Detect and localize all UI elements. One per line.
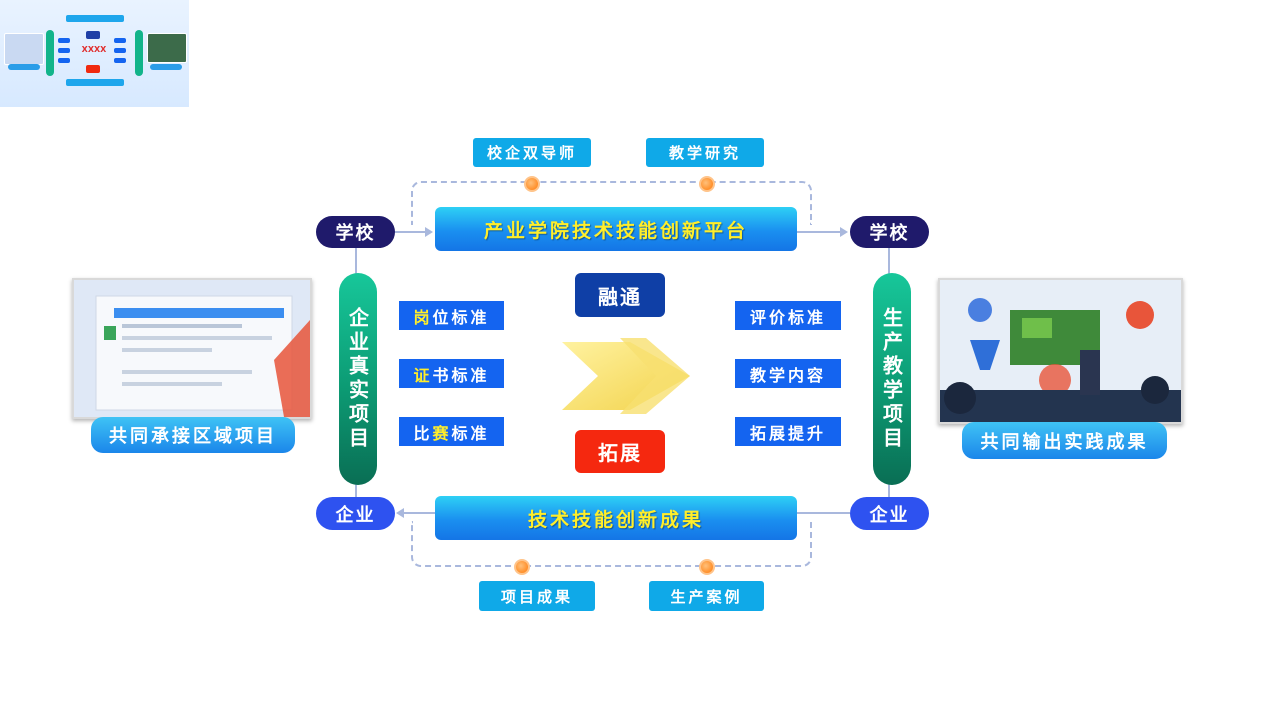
- std-certificate[interactable]: 证书标准: [399, 359, 504, 388]
- results-bar[interactable]: 技术技能创新成果: [435, 496, 797, 540]
- connector-line: [355, 248, 357, 276]
- tag-top-2[interactable]: 教学研究: [646, 138, 764, 167]
- right-caption: 共同输出实践成果: [962, 422, 1167, 459]
- std-post[interactable]: 岗位标准: [399, 301, 504, 330]
- arrow-right-icon: [840, 227, 848, 237]
- platform-bar[interactable]: 产业学院技术技能创新平台: [435, 207, 797, 251]
- connector-line: [797, 512, 850, 514]
- std-evaluation[interactable]: 评价标准: [735, 301, 841, 330]
- connector-line: [797, 231, 842, 233]
- tag-bottom-1[interactable]: 项目成果: [479, 581, 595, 611]
- thumb-left-photo: [4, 33, 44, 65]
- thumb-node-top: [86, 31, 100, 39]
- connector-line: [404, 512, 435, 514]
- thumb-std-5: [114, 48, 126, 53]
- arrow-right-icon: [425, 227, 433, 237]
- screen-photo-image: [74, 280, 310, 417]
- thumb-top-bar: [66, 15, 124, 22]
- thumb-std-6: [114, 58, 126, 63]
- thumb-bottom-bar: [66, 79, 124, 86]
- std-highlight: 赛: [432, 423, 452, 443]
- connector-dot: [699, 176, 715, 192]
- std-teaching-content[interactable]: 教学内容: [735, 359, 841, 388]
- thumb-left-caption: [8, 64, 40, 70]
- std-competition[interactable]: 比赛标准: [399, 417, 504, 446]
- connector-line: [355, 484, 357, 498]
- node-school-left[interactable]: 学校: [316, 216, 395, 248]
- classroom-photo-image: [940, 280, 1181, 422]
- thumb-center-mark: XXXX: [81, 45, 107, 54]
- thumb-right-pillar: [135, 30, 143, 76]
- tag-bottom-2[interactable]: 生产案例: [649, 581, 764, 611]
- bottom-dashed-loop: [411, 521, 812, 567]
- center-expansion[interactable]: 拓展: [575, 430, 665, 473]
- pillar-enterprise-projects[interactable]: 企业真实项目: [339, 273, 377, 485]
- connector-line: [888, 484, 890, 498]
- std-extension[interactable]: 拓展提升: [735, 417, 841, 446]
- left-project-photo: [72, 278, 312, 419]
- thumb-right-caption: [150, 64, 182, 70]
- thumb-std-2: [58, 48, 70, 53]
- node-school-right[interactable]: 学校: [850, 216, 929, 248]
- std-highlight: 岗: [413, 307, 433, 327]
- connector-dot: [514, 559, 530, 575]
- pillar-teaching-projects[interactable]: 生产教学项目: [873, 273, 911, 485]
- left-caption: 共同承接区域项目: [91, 417, 295, 453]
- chevron-arrow-icon: [562, 338, 690, 414]
- node-enterprise-left[interactable]: 企业: [316, 497, 395, 530]
- center-integration[interactable]: 融通: [575, 273, 665, 317]
- thumb-left-pillar: [46, 30, 54, 76]
- thumb-std-1: [58, 38, 70, 43]
- top-dashed-loop: [411, 181, 812, 225]
- thumb-right-photo: [147, 33, 187, 63]
- thumb-std-3: [58, 58, 70, 63]
- connector-dot: [524, 176, 540, 192]
- tag-top-1[interactable]: 校企双导师: [473, 138, 591, 167]
- std-label: 书标准: [432, 365, 490, 385]
- std-highlight: 证: [413, 365, 433, 385]
- connector-line: [395, 231, 427, 233]
- thumb-node-bottom: [86, 65, 100, 73]
- thumb-std-4: [114, 38, 126, 43]
- connector-dot: [699, 559, 715, 575]
- arrow-left-icon: [396, 508, 404, 518]
- std-label: 位标准: [432, 307, 490, 327]
- connector-line: [888, 248, 890, 276]
- slide-thumbnail[interactable]: XXXX: [0, 0, 189, 107]
- std-label-pre: 比: [413, 423, 433, 443]
- std-label: 标准: [451, 423, 490, 443]
- node-enterprise-right[interactable]: 企业: [850, 497, 929, 530]
- right-practice-photo: [938, 278, 1183, 424]
